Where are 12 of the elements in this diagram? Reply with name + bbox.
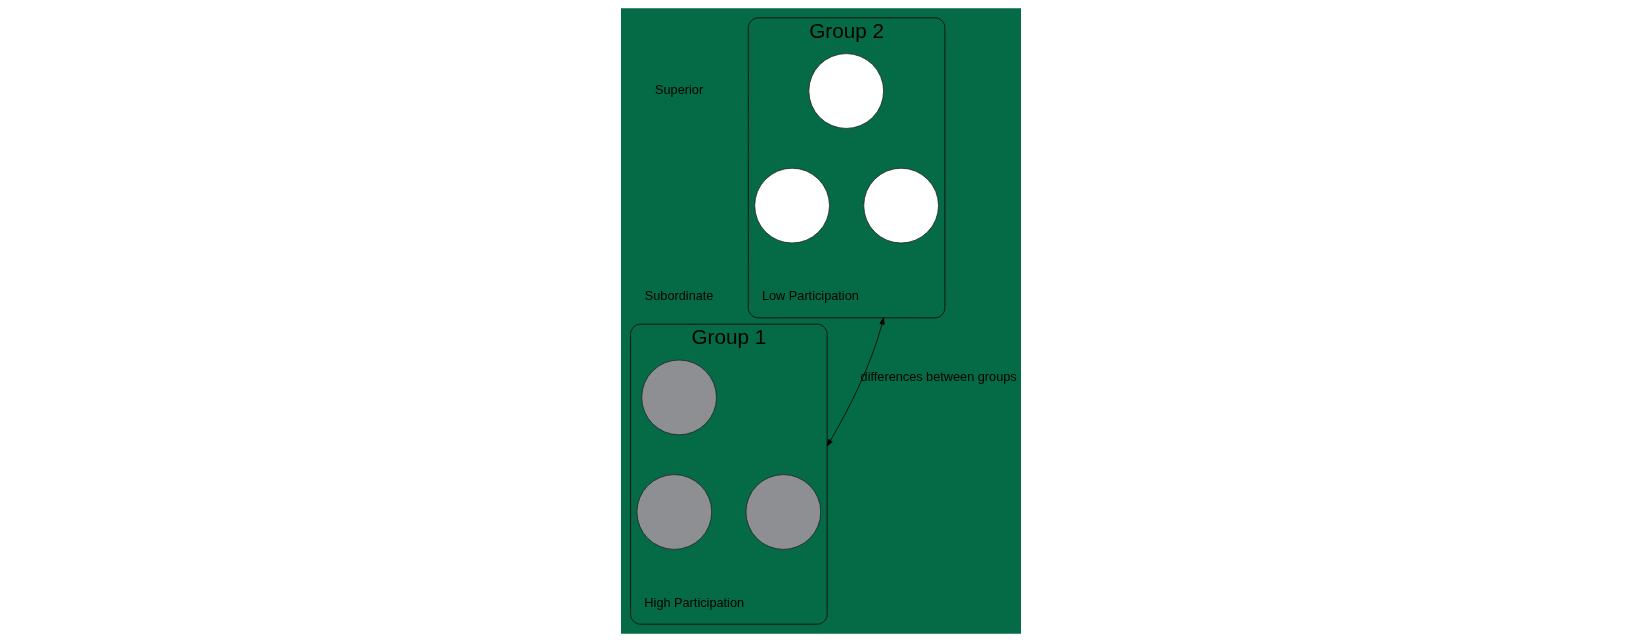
edge-label: differences between groups <box>860 369 1017 385</box>
node-label: High Participation <box>644 594 745 610</box>
node-circle <box>636 474 713 550</box>
node-circle <box>745 474 822 550</box>
node-circle <box>863 167 939 244</box>
node-circle <box>754 167 830 244</box>
label: Subordinate <box>644 288 714 304</box>
node-label: Low Participation <box>761 288 859 304</box>
arrow <box>826 317 885 447</box>
node-circle <box>641 359 717 436</box>
node-circle <box>808 53 884 129</box>
label: Superior <box>655 82 704 98</box>
